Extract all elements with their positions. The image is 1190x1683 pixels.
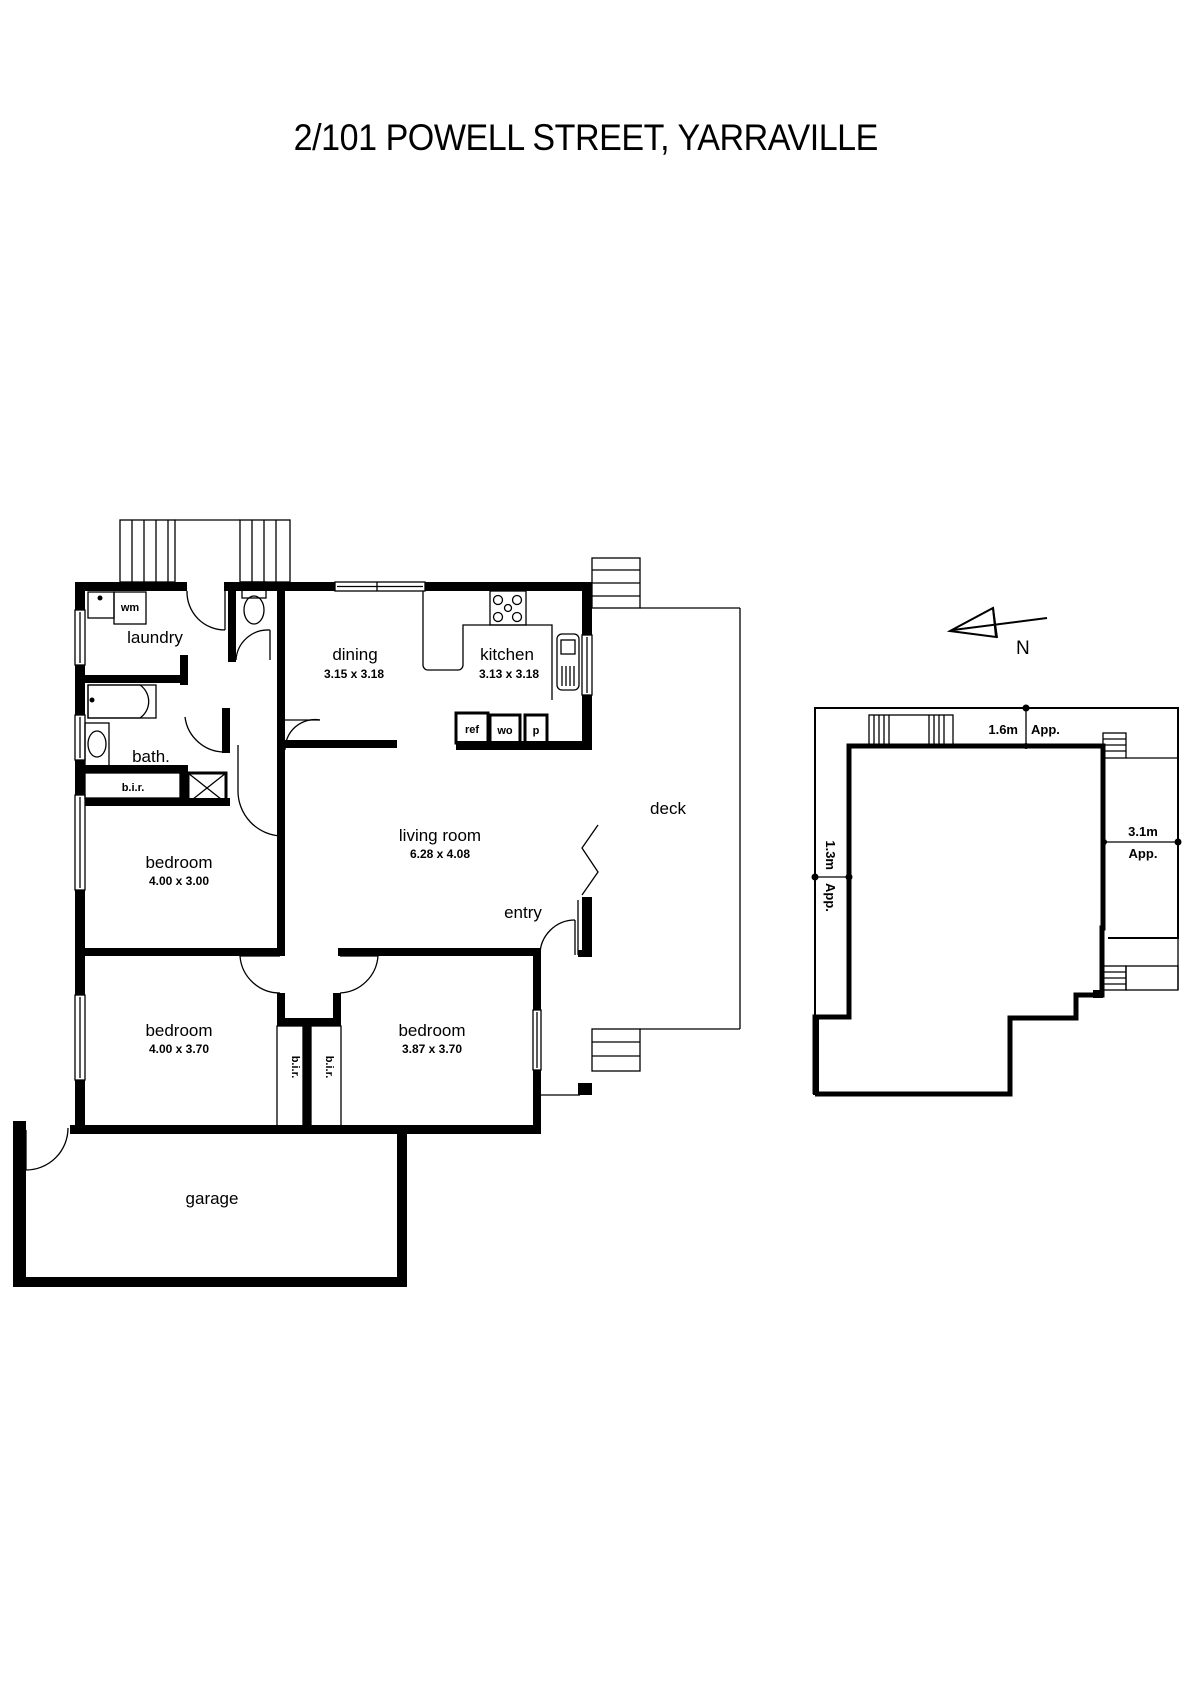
laundry-room: wm laundry xyxy=(87,590,226,685)
north-label: N xyxy=(1016,638,1030,659)
main-floor-plan: wm laundry bath. b.i.r. xyxy=(13,519,741,1287)
site-dim-right-value: 3.1m xyxy=(1128,824,1158,839)
bir-left-label: b.i.r. xyxy=(289,1056,301,1079)
bedroom-1-label: bedroom xyxy=(145,853,212,872)
site-dim-top-value: 1.6m xyxy=(988,722,1018,737)
bedroom-3-dimensions: 3.87 x 3.70 xyxy=(402,1042,462,1056)
north-arrow-icon: N xyxy=(946,606,1048,659)
wall-oven-label: wo xyxy=(496,725,513,737)
site-dim-right-suffix: App. xyxy=(1129,846,1158,861)
bedroom-3-label: bedroom xyxy=(398,1021,465,1040)
pantry-label: p xyxy=(533,725,540,737)
dining-label: dining xyxy=(332,645,377,664)
toilet-room xyxy=(228,581,285,812)
refrigerator-label: ref xyxy=(465,724,479,736)
garage-label: garage xyxy=(186,1189,239,1208)
kitchen-dimensions: 3.13 x 3.18 xyxy=(479,667,539,681)
entry-label: entry xyxy=(504,903,542,922)
bath-label: bath. xyxy=(132,747,170,766)
site-plan: 1.6m App. 1.3m App. 3.1m App. xyxy=(811,704,1182,1097)
washing-machine-label: wm xyxy=(120,602,140,614)
laundry-label: laundry xyxy=(127,628,183,647)
site-dim-left-value: 1.3m xyxy=(823,840,838,870)
deck: deck xyxy=(541,557,741,1096)
bedroom-2-label: bedroom xyxy=(145,1021,212,1040)
property-address-title: 2/101 POWELL STREET, YARRAVILLE xyxy=(293,117,879,158)
bedroom-1-dimensions: 4.00 x 3.00 xyxy=(149,874,209,888)
living-room-label: living room xyxy=(399,826,481,845)
garage: garage xyxy=(13,1121,407,1287)
site-dim-top-suffix: App. xyxy=(1031,722,1060,737)
kitchen-label: kitchen xyxy=(480,645,534,664)
bir-top-label: b.i.r. xyxy=(122,782,145,794)
dining-dimensions: 3.15 x 3.18 xyxy=(324,667,384,681)
bathroom: bath. xyxy=(84,684,230,767)
kitchen: ref wo p xyxy=(422,590,593,750)
bedroom-2-dimensions: 4.00 x 3.70 xyxy=(149,1042,209,1056)
deck-label: deck xyxy=(650,799,686,818)
rear-steps-left xyxy=(119,519,291,583)
bir-right-label: b.i.r. xyxy=(323,1056,335,1079)
site-dim-left-suffix: App. xyxy=(823,883,838,912)
living-room-dimensions: 6.28 x 4.08 xyxy=(410,847,470,861)
